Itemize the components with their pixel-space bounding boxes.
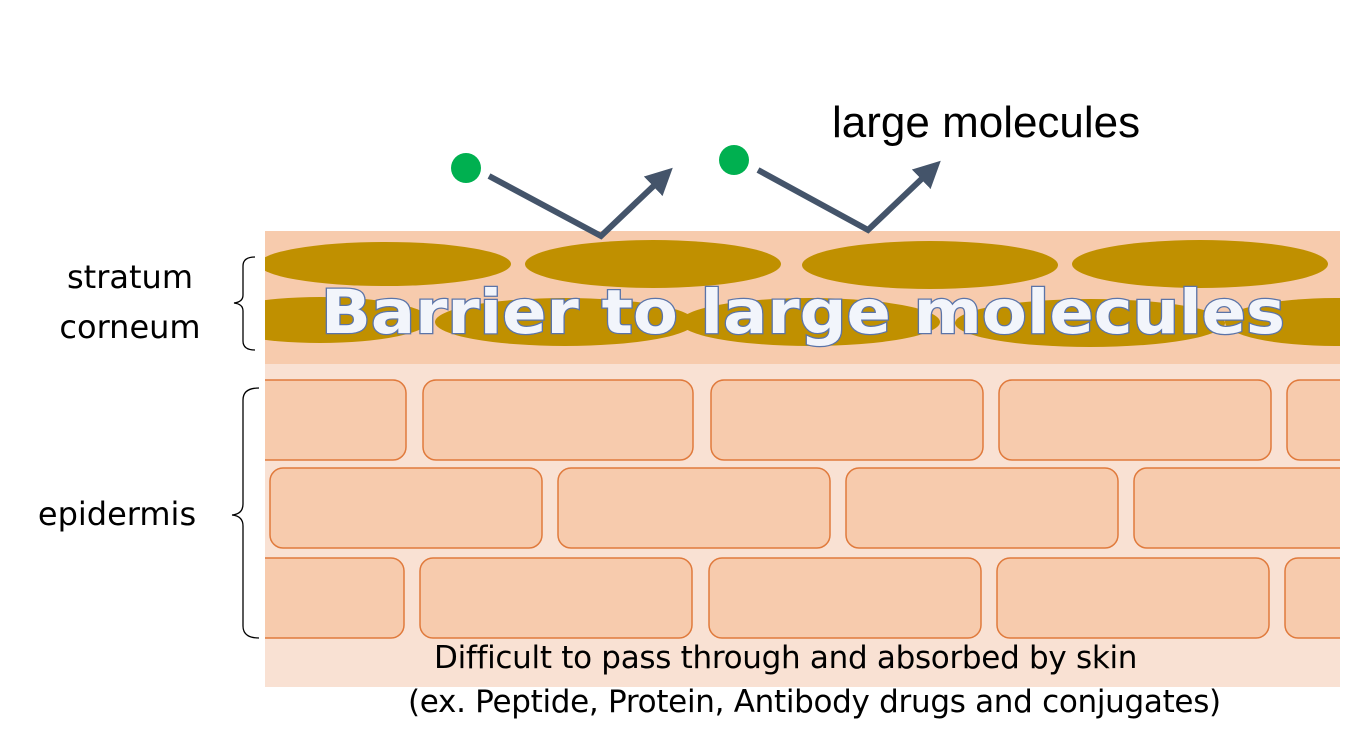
epidermis-cell: [265, 379, 407, 461]
large-molecules-label: large molecules: [832, 98, 1141, 147]
corneum-label: corneum: [59, 308, 201, 346]
epidermis-cell: [996, 557, 1270, 639]
barrier-title: Barrier to large molecules: [321, 277, 1285, 348]
epidermis-cell: [710, 379, 984, 461]
corneocyte: [680, 298, 940, 346]
epidermis-cells: [265, 379, 1340, 639]
epidermis-cell: [557, 467, 831, 549]
epidermis-cell: [845, 467, 1119, 549]
corneocyte: [955, 299, 1225, 347]
epidermis-cell: [422, 379, 694, 461]
corneocyte: [265, 242, 511, 286]
corneocyte: [1225, 298, 1340, 346]
deflection-arrow: [756, 160, 941, 234]
stratum-brace: [233, 256, 256, 351]
caption-line-1: Difficult to pass through and absorbed b…: [434, 640, 1138, 676]
stratum-label: stratum: [67, 258, 193, 296]
epidermis-label: epidermis: [37, 495, 197, 533]
epidermis-cell: [1133, 467, 1340, 549]
corneocyte: [525, 240, 781, 288]
corneocyte: [802, 241, 1058, 289]
deflection-arrow: [487, 167, 673, 240]
epidermis-brace: [231, 387, 260, 639]
epidermis-cell: [265, 557, 405, 639]
corneocyte: [265, 297, 430, 343]
caption-line-2: (ex. Peptide, Protein, Antibody drugs an…: [408, 684, 1221, 720]
epidermis-cell: [269, 467, 543, 549]
corneocytes: [265, 240, 1340, 347]
epidermis-cell: [1286, 379, 1340, 461]
epidermis-cell: [419, 557, 693, 639]
epidermis-cell: [1284, 557, 1340, 639]
molecule-dot: [451, 153, 481, 183]
epidermis-cell: [708, 557, 982, 639]
corneocyte: [435, 298, 695, 346]
molecule-dot: [719, 145, 749, 175]
corneocyte: [1072, 240, 1328, 288]
epidermis-cell: [998, 379, 1272, 461]
